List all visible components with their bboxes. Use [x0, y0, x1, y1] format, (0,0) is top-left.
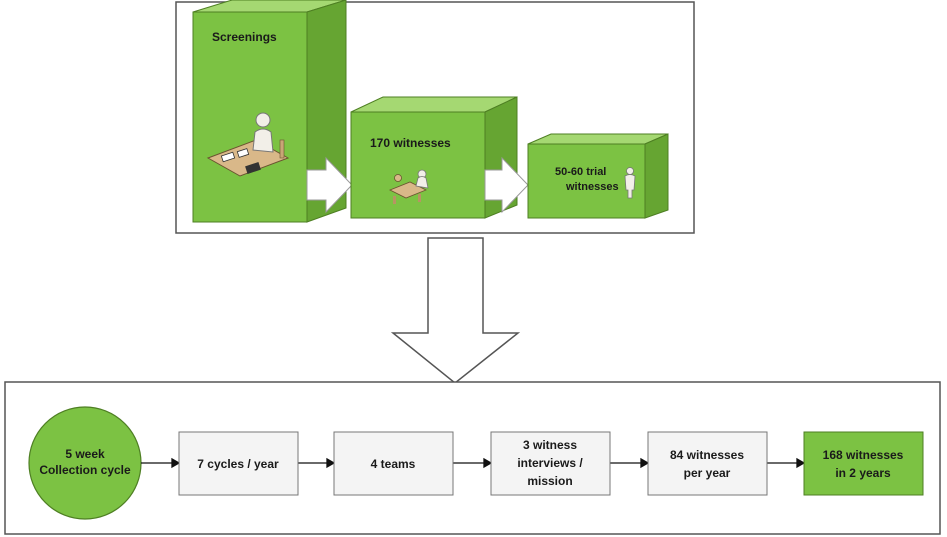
step-cycles-per-year: 7 cycles / year	[178, 431, 299, 496]
arrowhead-icon	[483, 457, 493, 469]
stage-170-label: 170 witnesses	[370, 136, 451, 150]
arrowhead-icon	[640, 457, 650, 469]
step-teams-label: 4 teams	[371, 457, 416, 471]
stage2-to-stage3-arrow-icon	[484, 156, 529, 214]
arrowhead-icon	[326, 457, 336, 469]
step-two-years-line1: 168 witnesses	[823, 448, 904, 462]
collection-cycle-line2: Collection cycle	[39, 463, 131, 477]
stage-screenings-box: Screenings	[192, 0, 347, 223]
stage-trial-witnesses-box: 50-60 trial witnesses	[527, 133, 669, 219]
person-at-desk-icon	[206, 112, 290, 177]
stage-170-front-face	[350, 111, 486, 219]
stage-trial-label-line1: 50-60 trial	[555, 166, 606, 178]
stage-trial-side-face	[644, 133, 669, 219]
step-interviews-per-mission: 3 witness interviews / mission	[490, 431, 611, 496]
step-per-year-line1: 84 witnesses	[670, 448, 744, 462]
stage1-to-stage2-arrow-icon	[306, 156, 353, 214]
pipeline-panel	[4, 381, 941, 535]
step-cycles-label: 7 cycles / year	[197, 457, 279, 471]
stage-trial-top-face	[527, 133, 669, 145]
arrowhead-icon	[171, 457, 181, 469]
step-interviews-line3: mission	[527, 474, 572, 488]
step-witnesses-per-year: 84 witnesses per year	[647, 431, 768, 496]
arrowhead-icon	[796, 457, 806, 469]
pipeline-connectors	[141, 457, 806, 469]
stage-screenings-front-face	[192, 11, 308, 223]
stage-170-witnesses-box: 170 witnesses	[350, 96, 518, 219]
step-interviews-line1: 3 witness	[523, 438, 577, 452]
stage-trial-label-line2: witnesses	[565, 181, 619, 193]
stage-screenings-label: Screenings	[212, 30, 277, 44]
step-interviews-line2: interviews /	[517, 456, 583, 470]
step-teams: 4 teams	[333, 431, 454, 496]
collection-cycle-line1: 5 week	[65, 447, 105, 461]
step-witnesses-in-two-years: 168 witnesses in 2 years	[803, 431, 924, 496]
step-two-years-line2: in 2 years	[835, 466, 891, 480]
collection-cycle-circle: 5 week Collection cycle	[28, 406, 142, 520]
big-down-arrow-icon	[390, 237, 521, 384]
interview-scene-icon	[389, 169, 429, 204]
standing-person-icon	[624, 167, 636, 199]
step-per-year-line2: per year	[684, 466, 731, 480]
